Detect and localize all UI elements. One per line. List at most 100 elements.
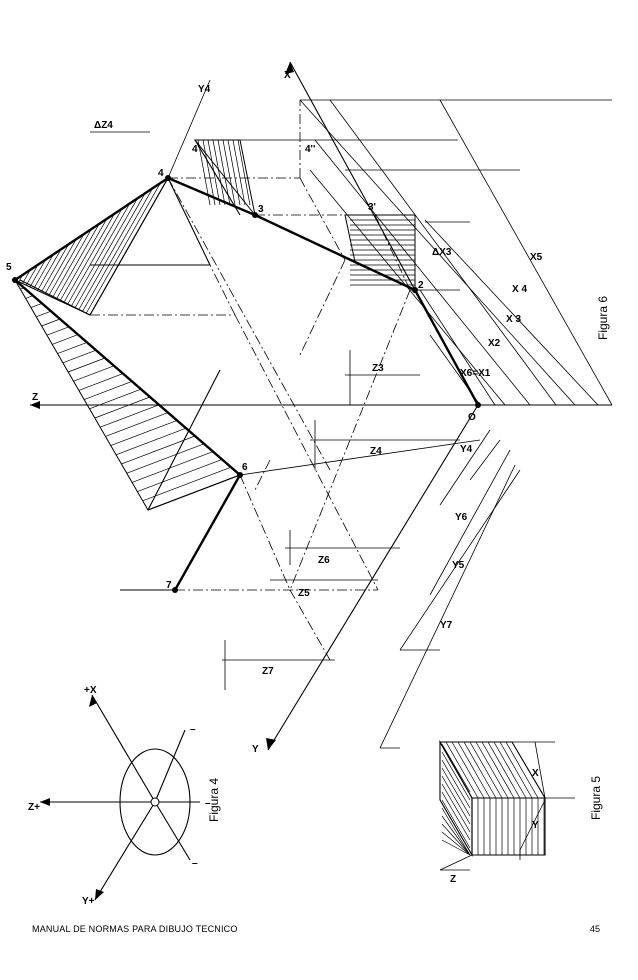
axis-line-minus-lower (154, 801, 191, 861)
page-number: 45 (590, 924, 601, 934)
label-point-6: 6 (242, 462, 248, 473)
hatch-line (40, 244, 69, 293)
y-axis-arrow (266, 738, 276, 750)
label-y6: Y6 (455, 512, 468, 523)
label-delta-x3: ΔX3 (432, 247, 452, 258)
hatch-line (451, 741, 485, 799)
label-x: X (532, 768, 539, 779)
hatch-line (481, 741, 515, 799)
hatch-line (126, 443, 205, 474)
hatch-line (445, 741, 479, 799)
hatch-line (441, 815, 471, 856)
hatch-line (52, 334, 79, 345)
hatch-line (457, 741, 491, 799)
hatch-line (85, 182, 161, 314)
hatch-line (207, 139, 221, 206)
figure-4: +X Z+ Y+ – – – Figura 4 (28, 685, 221, 907)
figure-6-caption: Figura 6 (596, 296, 610, 340)
label-point-4-double-prime: 4'' (305, 144, 315, 155)
hatch-line (59, 218, 108, 302)
hatch-line (212, 139, 226, 206)
z-arrow (40, 798, 50, 806)
label-z7: Z7 (262, 666, 274, 677)
cube-hatching (441, 741, 545, 856)
hatch-line (25, 264, 39, 286)
hatch-line (441, 823, 471, 856)
hatch-line (29, 259, 46, 288)
hatch-line (41, 318, 61, 327)
hatch-line (441, 799, 471, 849)
label-point-7: 7 (166, 580, 172, 591)
hatch-line (469, 741, 503, 799)
hatch-line (55, 223, 100, 300)
construction-lines (90, 100, 411, 661)
hatch-line (105, 412, 169, 437)
hatch-line (67, 208, 123, 305)
hatch-line (94, 396, 151, 419)
label-x3: X 3 (506, 314, 521, 325)
label-plus-z: Z+ (28, 802, 40, 813)
label-z3: Z3 (372, 363, 384, 374)
label-z5: Z5 (298, 588, 310, 599)
axis-line-minus-upper (154, 729, 186, 803)
object-outline (19, 139, 241, 591)
hatch-line (82, 188, 154, 312)
figure-4-caption: Figura 4 (207, 778, 221, 822)
hatch-line (441, 775, 471, 825)
y4-axis-line (167, 79, 211, 179)
figure-5-caption: Figura 5 (589, 776, 603, 820)
hatch-line (46, 326, 70, 336)
label-minus-upper: – (190, 724, 196, 735)
label-minus-right: – (205, 798, 211, 809)
hatch-line (68, 357, 106, 373)
hatch-line (36, 310, 52, 318)
hatch-line (441, 783, 471, 833)
figure-5: X Y Z Figura 5 (439, 739, 603, 885)
label-axis-x: X (284, 70, 291, 81)
figure-6: 5 4 3 2 6 7 4' 4'' 3' X Y Z Y4 O ΔZ4 ΔX3… (6, 61, 613, 755)
label-y: Y (532, 820, 539, 831)
hatch-line (142, 466, 232, 502)
hatch-line (202, 139, 216, 206)
label-point-4: 4 (158, 168, 164, 179)
object-edge-5-4-3-2-o (14, 176, 480, 406)
x-axis-arrow (285, 62, 294, 74)
hatch-line (441, 839, 471, 856)
object-edge-5-6-7 (14, 279, 242, 591)
hatch-line (227, 139, 241, 206)
label-axis-y4: Y4 (198, 84, 211, 95)
hatch-line (33, 254, 54, 289)
label-z6: Z6 (318, 555, 330, 566)
hatch-line (99, 404, 160, 428)
hatch-line (441, 807, 471, 856)
hatch-line (52, 228, 92, 298)
vertex-points (12, 175, 481, 593)
footer-title: MANUAL DE NORMAS PARA DIBUJO TECNICO (32, 924, 238, 934)
hatch-line (499, 741, 533, 799)
label-y5: Y5 (452, 560, 465, 571)
label-axis-y: Y (252, 744, 259, 755)
label-point-2: 2 (418, 280, 424, 291)
hatch-line (441, 767, 471, 817)
label-y7: Y7 (440, 620, 453, 631)
hatch-line (222, 139, 236, 206)
hatch-line (493, 741, 527, 799)
hatch-line (475, 741, 509, 799)
z-dimension-arrows (90, 131, 460, 690)
label-x2: X2 (488, 338, 501, 349)
hatch-line (110, 420, 178, 446)
hatch-line (78, 373, 124, 391)
hatch-line (78, 193, 146, 310)
z-axis-arrow (30, 401, 40, 409)
hatch-line (30, 303, 43, 308)
x-dimension-lines (195, 99, 613, 406)
origin-circle (150, 797, 160, 807)
label-point-3-prime: 3' (368, 202, 376, 213)
label-point-3: 3 (258, 204, 264, 215)
y-arrow (95, 889, 104, 900)
hatch-line (115, 427, 187, 456)
hatch-line (131, 451, 214, 483)
hatch-line (441, 743, 471, 793)
label-y4: Y4 (460, 444, 473, 455)
hatch-line (237, 139, 251, 206)
